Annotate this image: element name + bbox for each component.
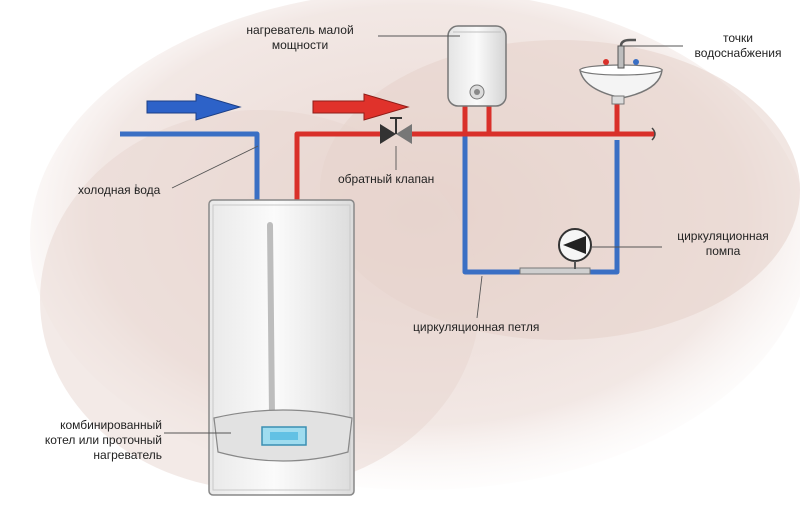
label-circ-pump-line2: помпа — [705, 244, 741, 258]
label-cold-water-text: холодная вода — [78, 183, 161, 197]
label-boiler-line2: котел или проточный — [44, 433, 162, 447]
label-check-valve: обратный клапан — [338, 172, 434, 187]
label-water-points-line1: точки — [723, 31, 753, 45]
small-heater-icon — [447, 25, 507, 107]
label-cold-water: холодная вода — [78, 183, 160, 198]
label-circ-loop-text: циркуляционная петля — [413, 320, 540, 334]
circulation-pump-icon — [519, 228, 592, 275]
label-boiler-line1: комбинированный — [60, 418, 162, 432]
check-valve-icon — [380, 117, 412, 144]
cold-flow-arrow-icon — [146, 93, 242, 121]
label-heater-small: нагреватель малой мощности — [226, 23, 374, 53]
leader-lines — [135, 35, 683, 434]
label-boiler: комбинированный котел или проточный нагр… — [22, 418, 162, 463]
label-heater-small-line2: мощности — [271, 38, 329, 52]
label-circ-loop: циркуляционная петля — [413, 320, 539, 335]
hot-flow-arrow-icon — [312, 93, 410, 121]
label-circ-pump: циркуляционная помпа — [662, 229, 784, 259]
label-heater-small-line1: нагреватель малой — [246, 23, 354, 37]
label-check-valve-text: обратный клапан — [338, 172, 435, 186]
label-water-points: точки водоснабжения — [683, 31, 793, 61]
boiler-unit-icon — [208, 199, 355, 496]
label-circ-pump-line1: циркуляционная — [677, 229, 769, 243]
pipe-break-icon — [651, 127, 656, 141]
sink-icon — [579, 38, 663, 105]
label-water-points-line2: водоснабжения — [694, 46, 782, 60]
label-boiler-line3: нагреватель — [93, 448, 162, 462]
